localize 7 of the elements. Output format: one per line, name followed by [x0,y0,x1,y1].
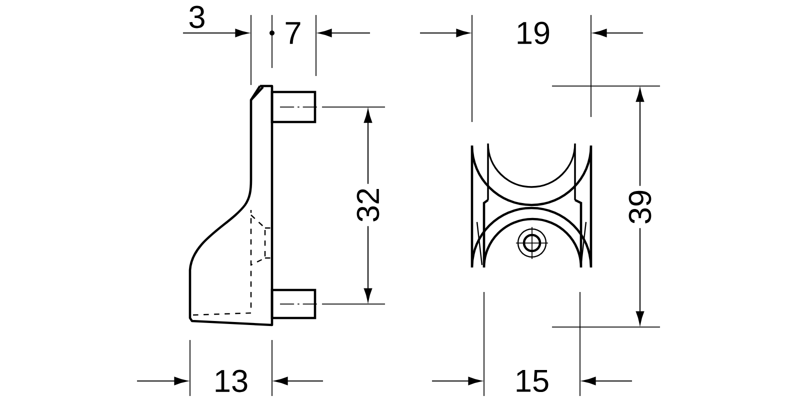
dimension-label: 7 [286,22,300,44]
dimension-label: 3 [189,6,204,28]
dimension-label: 19 [518,22,550,44]
dimension-label: 13 [216,370,248,392]
dimension-label: 32 [353,184,383,226]
dimension-label: 39 [625,186,655,228]
dimension-label: 15 [516,370,548,392]
